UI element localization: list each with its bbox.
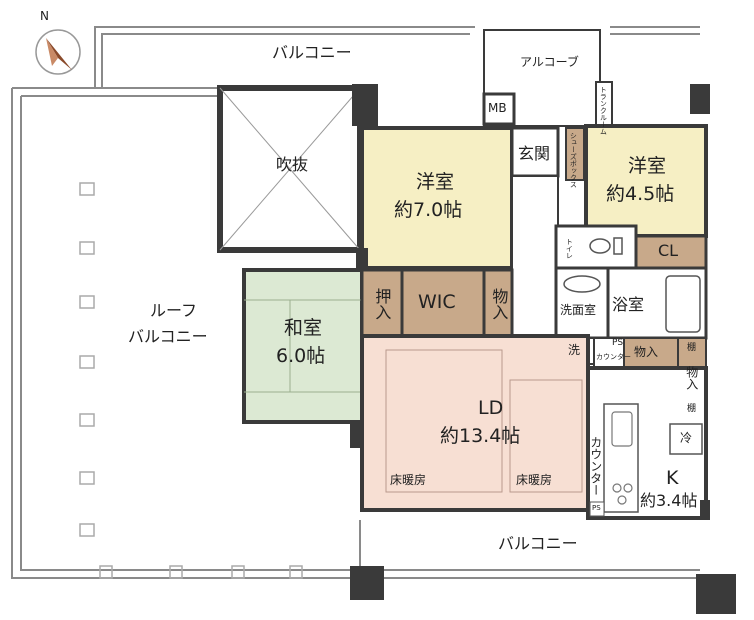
top-balcony <box>94 26 700 88</box>
entrance-area <box>510 126 560 178</box>
roof-balcony <box>11 87 360 579</box>
fridge-space <box>669 423 703 455</box>
compass-north-label: N <box>40 9 49 23</box>
alcove-label: アルコーブ <box>520 55 579 69</box>
ps-top-label: PS <box>612 338 624 348</box>
hall <box>511 175 559 341</box>
toilet-bowl-icon <box>589 237 623 255</box>
storage-right-label: 物入 <box>684 366 699 390</box>
storage-wic-label: 物入 <box>489 288 509 320</box>
fridge-label: 冷 <box>680 431 693 445</box>
shelf-top-label: 棚 <box>687 343 697 353</box>
living-dining <box>360 334 590 512</box>
structural-columns <box>350 84 736 614</box>
storage-center-label: 物入 <box>634 345 659 359</box>
closet-label: 押入 <box>372 288 392 320</box>
ld-name: LD <box>478 397 504 419</box>
storage-wic <box>482 268 514 338</box>
toilet-label: トイレ <box>565 237 574 259</box>
cl-label: CL <box>658 241 679 260</box>
void-label: 吹抜 <box>276 155 309 174</box>
kitchen-name: K <box>666 467 679 489</box>
top-balcony-label: バルコニー <box>272 43 352 62</box>
shelf-bottom-label: 棚 <box>687 404 697 414</box>
alcove-area <box>483 29 601 127</box>
japanese-room-size: 6.0帖 <box>276 345 326 367</box>
wic-label: WIC <box>418 291 456 313</box>
roof-balcony-label-1: ルーフ <box>150 301 198 320</box>
western-room-1-name: 洋室 <box>416 171 455 193</box>
western-room-2-name: 洋室 <box>628 155 667 177</box>
mb-label: MB <box>488 101 507 115</box>
floor-heating-2: 床暖房 <box>516 473 553 487</box>
washer-label: 洗 <box>568 343 581 357</box>
ps-bottom-label: PS <box>592 504 601 512</box>
small-counter-label: カウンター <box>596 353 631 361</box>
ps-box <box>589 501 605 517</box>
western-room-2 <box>584 124 708 238</box>
closet-cl <box>634 234 708 270</box>
trunk-room-label: トランクルーム <box>599 86 608 135</box>
japanese-room-name: 和室 <box>284 317 323 339</box>
entrance-label: 玄関 <box>518 144 551 163</box>
compass-arrow-icon <box>35 29 81 75</box>
bottom-balcony-label: バルコニー <box>498 534 578 553</box>
ld-size: 約13.4帖 <box>440 425 521 447</box>
japanese-room <box>242 268 364 424</box>
floor-heating-1: 床暖房 <box>390 473 427 487</box>
western-room-1-size: 約7.0帖 <box>394 199 463 221</box>
roof-balcony-label-2: バルコニー <box>128 327 208 346</box>
mb-box <box>482 92 516 126</box>
counter-label: カウンター <box>588 436 603 496</box>
washroom-label: 洗面室 <box>560 303 597 317</box>
shoe-box-label: シューズボックス <box>569 132 578 188</box>
western-room-2-size: 約4.5帖 <box>606 183 675 205</box>
kitchen-size: 約3.4帖 <box>640 491 698 510</box>
bath-label: 浴室 <box>612 295 645 314</box>
western-room-1 <box>360 126 514 270</box>
bath-room <box>606 266 708 340</box>
